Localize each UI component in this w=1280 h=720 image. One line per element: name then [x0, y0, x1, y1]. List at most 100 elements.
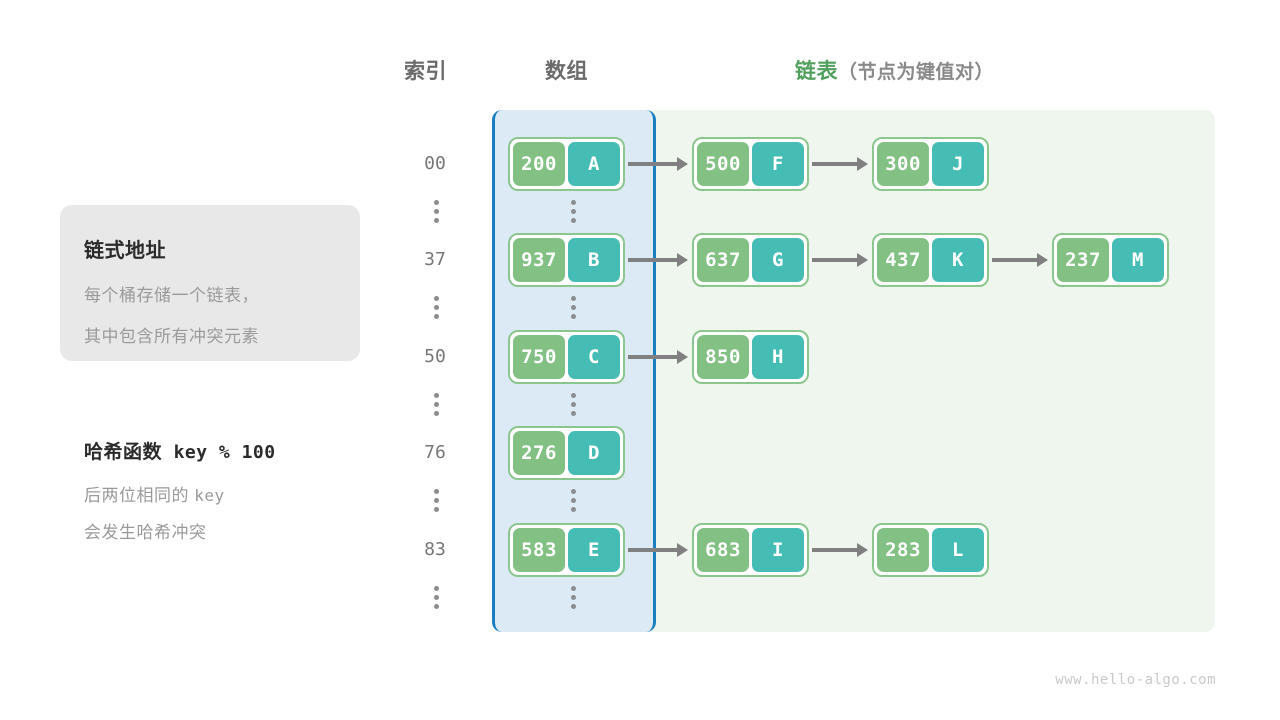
- bucket-index-label: 76: [424, 442, 446, 463]
- index-ellipsis: [434, 200, 440, 223]
- node-value: D: [568, 431, 620, 475]
- info-card-desc-line-1: 每个桶存储一个链表，: [84, 286, 259, 305]
- info-card-title: 链式地址: [84, 240, 166, 262]
- dot: [571, 314, 576, 319]
- node-value: H: [752, 335, 804, 379]
- arrow-head: [857, 253, 868, 267]
- node-value: A: [568, 142, 620, 186]
- hash-note-line-1-key: key: [194, 486, 225, 505]
- node-key: 850: [697, 335, 749, 379]
- header-index: 索引: [404, 60, 447, 83]
- info-card: [60, 205, 360, 361]
- header-linked-list-sub: （节点为键值对）: [838, 62, 995, 83]
- arrow-head: [677, 253, 688, 267]
- arrow-shaft: [812, 258, 857, 262]
- bucket-index-label: 50: [424, 346, 446, 367]
- node-key: 300: [877, 142, 929, 186]
- array-ellipsis: [571, 586, 577, 609]
- dot: [434, 305, 439, 310]
- arrow-shaft: [628, 355, 677, 359]
- node-value: G: [752, 238, 804, 282]
- dot: [434, 586, 439, 591]
- dot: [434, 498, 439, 503]
- dot: [434, 314, 439, 319]
- arrow-head: [677, 543, 688, 557]
- node-key: 937: [513, 238, 565, 282]
- chain-arrow: [628, 253, 688, 267]
- info-card-desc-line-2: 其中包含所有冲突元素: [84, 327, 259, 346]
- node-key: 437: [877, 238, 929, 282]
- chain-arrow: [628, 350, 688, 364]
- node-value: F: [752, 142, 804, 186]
- arrow-shaft: [812, 162, 857, 166]
- dot: [571, 305, 576, 310]
- dot: [571, 209, 576, 214]
- dot: [571, 595, 576, 600]
- hash-function-label: 哈希函数: [84, 442, 163, 463]
- bucket-index-label: 00: [424, 153, 446, 174]
- dot: [434, 296, 439, 301]
- dot: [434, 209, 439, 214]
- dot: [571, 604, 576, 609]
- node-key: 637: [697, 238, 749, 282]
- dot: [434, 218, 439, 223]
- arrow-head: [677, 350, 688, 364]
- chain-arrow: [628, 543, 688, 557]
- array-ellipsis: [571, 296, 577, 319]
- node-key: 237: [1057, 238, 1109, 282]
- dot: [571, 489, 576, 494]
- node-key: 200: [513, 142, 565, 186]
- dot: [434, 200, 439, 205]
- dot: [571, 402, 576, 407]
- arrow-shaft: [628, 548, 677, 552]
- index-ellipsis: [434, 296, 440, 319]
- watermark: www.hello-algo.com: [1055, 672, 1216, 688]
- dot: [571, 296, 576, 301]
- index-ellipsis: [434, 586, 440, 609]
- node-key: 500: [697, 142, 749, 186]
- index-ellipsis: [434, 393, 440, 416]
- hash-function-title: 哈希函数 key % 100: [84, 437, 276, 464]
- node-value: I: [752, 528, 804, 572]
- arrow-head: [857, 157, 868, 171]
- node-value: B: [568, 238, 620, 282]
- node-key: 683: [697, 528, 749, 572]
- dot: [571, 218, 576, 223]
- dot: [434, 595, 439, 600]
- arrow-shaft: [812, 548, 857, 552]
- bucket-index-label: 37: [424, 249, 446, 270]
- hash-function-formula: key % 100: [173, 442, 276, 463]
- node-key: 283: [877, 528, 929, 572]
- header-linked-list: 链表（节点为键值对）: [795, 55, 994, 85]
- node-key: 583: [513, 528, 565, 572]
- node-value: C: [568, 335, 620, 379]
- chain-arrow: [812, 157, 868, 171]
- chain-arrow: [812, 543, 868, 557]
- index-ellipsis: [434, 489, 440, 512]
- dot: [571, 498, 576, 503]
- dot: [571, 507, 576, 512]
- dot: [434, 604, 439, 609]
- array-ellipsis: [571, 489, 577, 512]
- dot: [571, 586, 576, 591]
- dot: [434, 507, 439, 512]
- node-value: E: [568, 528, 620, 572]
- arrow-head: [677, 157, 688, 171]
- dot: [434, 489, 439, 494]
- header-linked-list-accent: 链表: [795, 60, 838, 83]
- arrow-shaft: [628, 162, 677, 166]
- dot: [434, 393, 439, 398]
- array-ellipsis: [571, 200, 577, 223]
- arrow-head: [1037, 253, 1048, 267]
- node-value: K: [932, 238, 984, 282]
